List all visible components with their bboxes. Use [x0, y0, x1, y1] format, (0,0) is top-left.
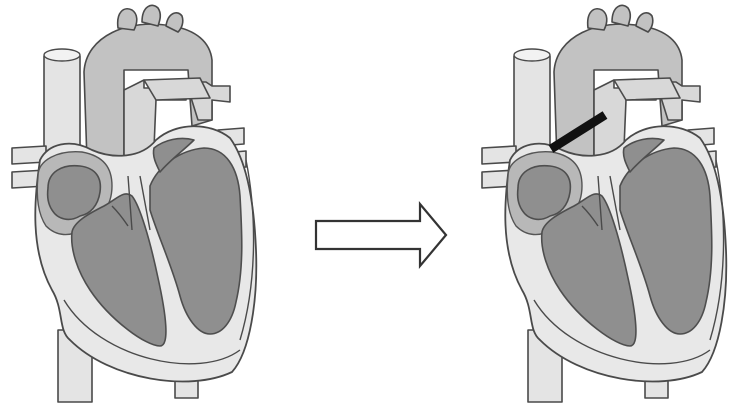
transition-arrow	[316, 204, 446, 266]
heart-before	[12, 5, 256, 402]
heart-after	[482, 5, 726, 402]
